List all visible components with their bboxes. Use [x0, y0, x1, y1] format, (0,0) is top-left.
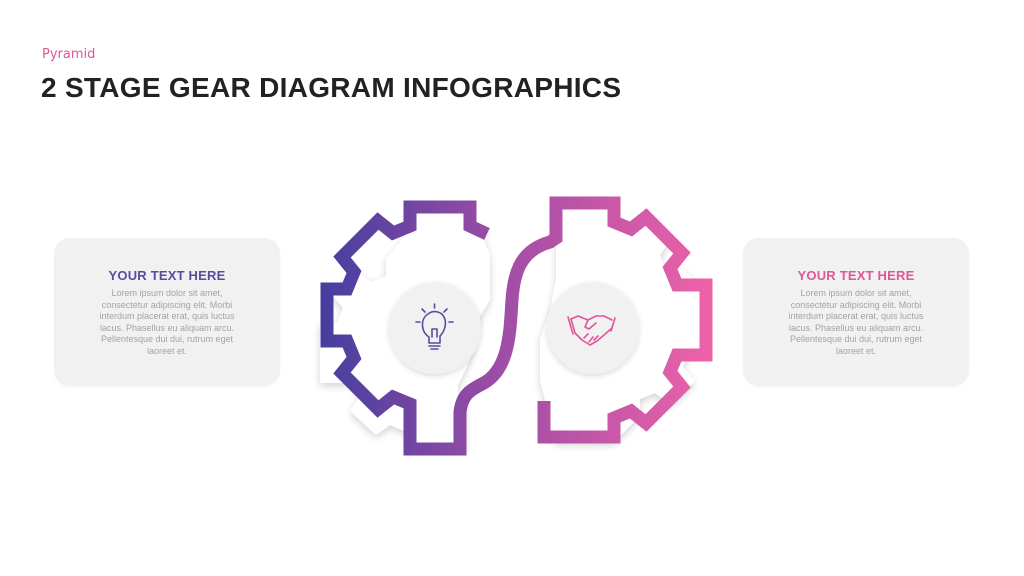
stage-2-heading: YOUR TEXT HERE [797, 268, 915, 283]
handshake-icon [567, 315, 616, 346]
stage-2-body: Lorem ipsum dolor sit amet, consectetur … [788, 288, 924, 356]
right-inner-circle [547, 282, 639, 374]
slide-title: 2 STAGE GEAR DIAGRAM INFOGRAPHICS [41, 72, 622, 103]
stage-1-body: Lorem ipsum dolor sit amet, consectetur … [99, 288, 235, 356]
gear-outline [320, 196, 713, 456]
slide-kicker: Pyramid [42, 47, 96, 62]
stage-1-card: YOUR TEXT HERE Lorem ipsum dolor sit ame… [54, 238, 280, 386]
left-inner-circle [389, 282, 481, 374]
gear-diagram [320, 196, 713, 456]
stage-1-heading: YOUR TEXT HERE [108, 268, 226, 283]
stage-2-card: YOUR TEXT HERE Lorem ipsum dolor sit ame… [743, 238, 969, 386]
lightbulb-icon [415, 303, 454, 350]
